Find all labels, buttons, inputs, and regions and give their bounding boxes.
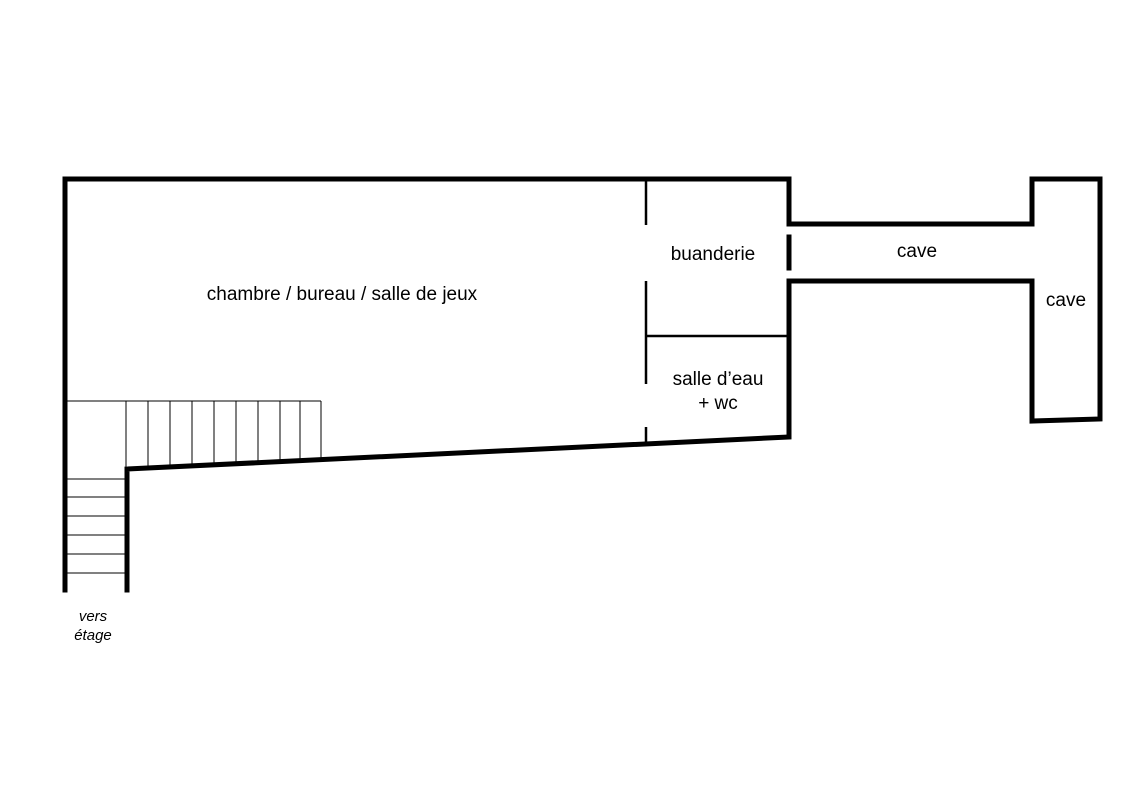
room-label-main: chambre / bureau / salle de jeux: [207, 284, 478, 305]
corridor-north-wall: [786, 176, 1103, 424]
main-outer-wall: [62, 176, 792, 593]
stairs-note-floor: étage: [74, 627, 112, 644]
staircase: [65, 400, 322, 574]
room-label-cellar: cave: [1046, 290, 1086, 311]
room-label-laundry: buanderie: [671, 244, 756, 265]
stairs-note: vers: [79, 608, 108, 625]
room-label-cellar-corridor: cave: [897, 241, 937, 262]
main-east-wall-lower: [124, 278, 792, 593]
room-label-bathroom-wc: + wc: [698, 393, 738, 414]
room-label-bathroom: salle d’eau: [673, 369, 764, 390]
